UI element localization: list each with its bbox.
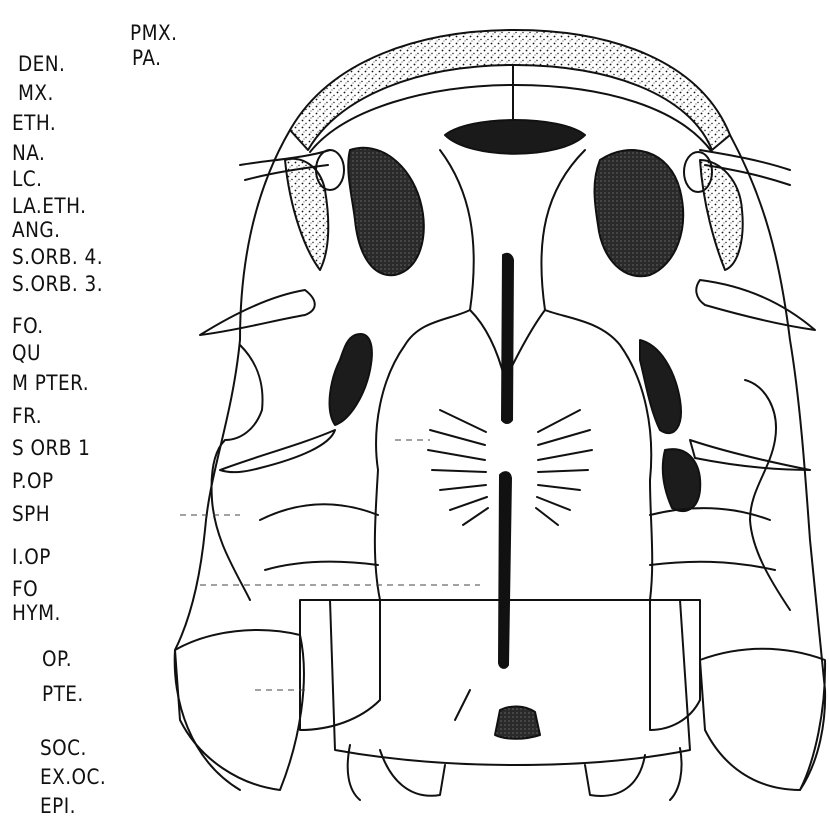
label-epi: EPI. <box>40 795 76 817</box>
label-iop: I.OP <box>12 546 51 568</box>
label-sorb4: S.ORB. 4. <box>12 246 103 268</box>
label-na: NA. <box>12 142 45 164</box>
label-pop: P.OP <box>12 470 54 492</box>
label-laeth: LA.ETH. <box>12 195 86 217</box>
label-sorb1: S ORB 1 <box>12 437 90 459</box>
label-fo-upper: FO. <box>12 315 44 337</box>
label-qu: QU <box>12 342 41 364</box>
label-den: DEN. <box>18 53 65 75</box>
label-pte: PTE. <box>42 683 84 705</box>
label-mx: MX. <box>18 82 54 104</box>
label-sph: SPH <box>12 503 50 525</box>
label-ang: ANG. <box>12 219 60 241</box>
label-eth: ETH. <box>12 112 56 134</box>
label-mpter: M PTER. <box>12 372 89 394</box>
label-sorb3: S.ORB. 3. <box>12 273 103 295</box>
label-lc: LC. <box>12 168 42 190</box>
label-soc: SOC. <box>40 737 87 759</box>
label-fo-lower: FO <box>12 578 38 600</box>
label-hym: HYM. <box>12 602 61 624</box>
label-op: OP. <box>42 648 72 670</box>
label-fr: FR. <box>12 405 42 427</box>
label-pa: PA. <box>132 47 161 69</box>
label-exoc: EX.OC. <box>40 766 106 788</box>
label-pmx: PMX. <box>130 22 177 44</box>
